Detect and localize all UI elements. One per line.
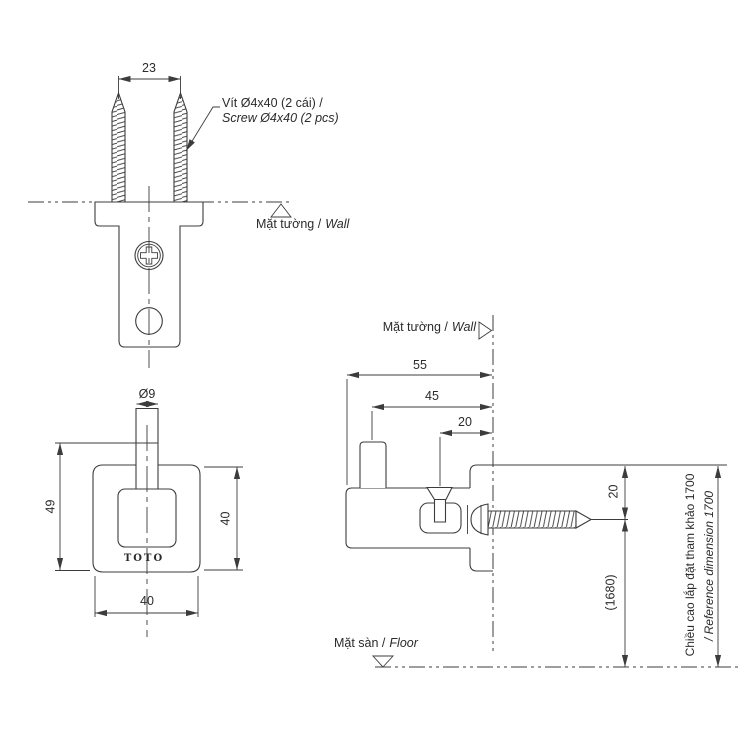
wall-label-en: Wall — [451, 320, 476, 334]
wall-triangle-marker — [479, 322, 492, 339]
dim-axis-to-floor-label: (1680) — [603, 574, 618, 611]
wall-plate-side — [470, 465, 493, 571]
floor-label-en: Floor — [389, 636, 418, 650]
mounting-screw-right-icon — [174, 93, 187, 206]
dimension-pin-to-wall — [372, 403, 492, 440]
screw-note-leader — [186, 107, 220, 151]
install-height-note-vi: Chiều cao lắp đặt tham khảo 1700 — [683, 473, 697, 657]
wall-label-side: Mặt tường /Wall — [356, 320, 476, 335]
dim-plate-height-label: 40 — [218, 511, 233, 526]
dim-overall-height-label: 49 — [43, 499, 58, 514]
wall-label-vi: Mặt tường / — [256, 217, 322, 231]
set-screw-icon — [427, 488, 452, 523]
dim-plate-width-label: 40 — [140, 594, 154, 608]
screw-note-en: Screw Ø4x40 (2 pcs) — [222, 111, 339, 125]
dim-screw-spacing-label: 23 — [142, 61, 156, 75]
dimension-setscrew-to-wall — [440, 429, 492, 486]
dim-top-to-axis-label: 20 — [606, 484, 621, 499]
dimension-plate-height — [204, 467, 243, 570]
top-view-drawing — [28, 75, 293, 368]
dimension-overall-height — [55, 443, 158, 571]
dimension-plate-width — [95, 576, 198, 617]
mounting-screw-left-icon — [112, 93, 125, 206]
floor-triangle-marker — [373, 656, 393, 667]
wall-label-top: Mặt tường /Wall — [256, 217, 349, 232]
screw-note-vi: Vít Ø4x40 (2 cái) / — [222, 96, 323, 110]
install-height-note-en: / Reference dimension 1700 — [702, 490, 716, 642]
wall-screw-icon — [471, 504, 628, 535]
dim-pin-to-wall-label: 45 — [425, 389, 439, 403]
front-view-drawing — [55, 400, 243, 637]
dim-overall-depth-label: 55 — [413, 358, 427, 372]
side-view-drawing — [346, 315, 738, 667]
floor-label-vi: Mặt sàn / — [334, 636, 386, 650]
hook-pin-side — [360, 442, 386, 488]
wall-triangle-marker — [271, 204, 291, 217]
floor-label: Mặt sàn /Floor — [334, 636, 418, 651]
hook-arm-side-outline — [346, 488, 470, 548]
wall-label-en: Wall — [325, 217, 350, 231]
dim-setscrew-to-wall-label: 20 — [458, 415, 472, 429]
dim-pin-diameter-label: Ø9 — [138, 387, 156, 401]
brand-logo: TOTO — [123, 553, 165, 564]
wall-label-vi: Mặt tường / — [382, 320, 448, 334]
screw-note: Vít Ø4x40 (2 cái) / Screw Ø4x40 (2 pcs) — [222, 96, 339, 126]
dimension-overall-depth — [347, 371, 492, 485]
dimension-screw-spacing — [119, 75, 181, 99]
